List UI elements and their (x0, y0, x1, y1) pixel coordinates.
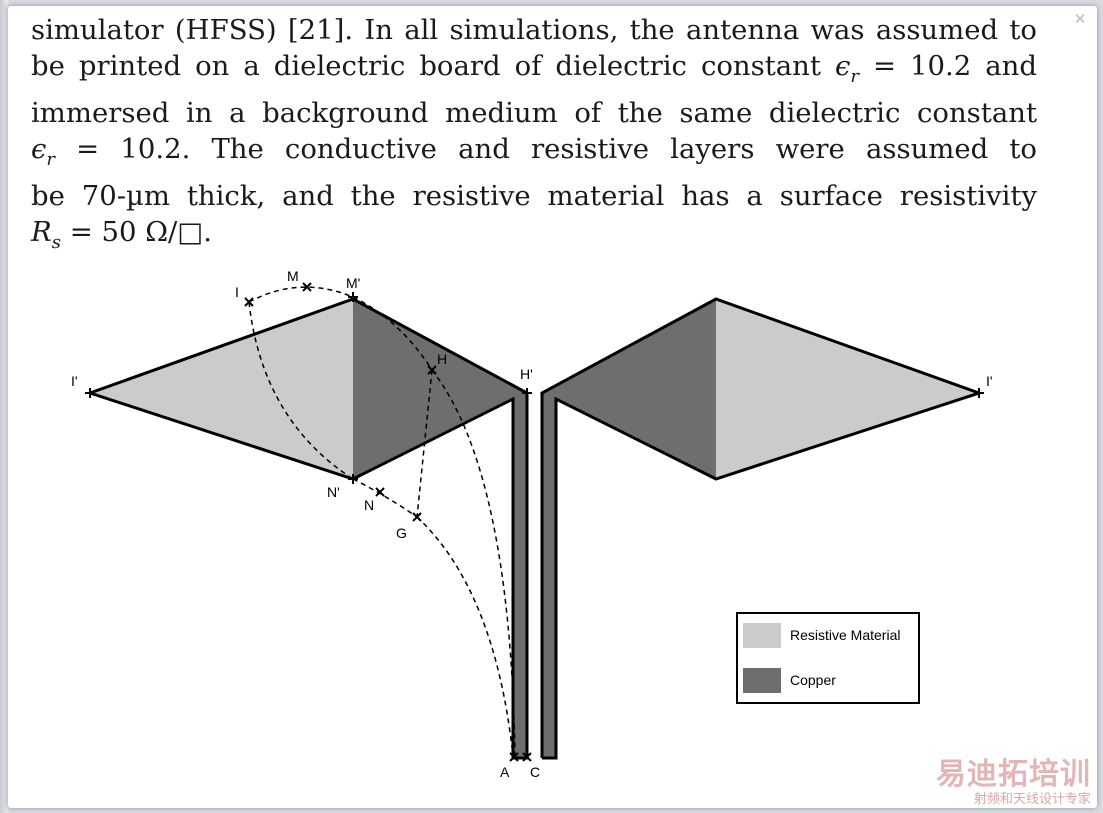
right-antenna-outline (540, 297, 984, 760)
arc-H-A (431, 369, 516, 757)
watermark: 易迪拓培训 射频和天线设计专家 (936, 758, 1091, 808)
marker-Nprime (348, 474, 358, 484)
background-window-edge (0, 0, 8, 813)
arc-I-Nprime (248, 301, 354, 480)
label-G: G (396, 525, 407, 541)
marker-C (522, 752, 532, 762)
right-resistive-region (716, 299, 979, 479)
label-C: C (530, 764, 540, 780)
label-A: A (500, 764, 510, 780)
legend: Resistive Material Copper (736, 612, 920, 704)
close-icon[interactable]: ✕ (1073, 10, 1087, 28)
legend-swatch-resistive (743, 623, 781, 648)
marker-Mprime (348, 292, 358, 302)
watermark-sub: 射频和天线设计专家 (973, 792, 1091, 807)
marker-H (427, 365, 437, 375)
document-page: ✕ simulator (HFSS) [21]. In all simulati… (8, 6, 1097, 808)
line-H-G (416, 369, 433, 518)
label-N: N (364, 497, 374, 513)
marker-N (375, 487, 385, 497)
paper-paragraph: simulator (HFSS) [21]. In all simulation… (31, 12, 1037, 261)
arc-Nprime-N-G (352, 478, 418, 518)
legend-swatch-copper (743, 668, 781, 693)
label-Iprime-right: I' (986, 373, 993, 389)
marker-G (412, 512, 422, 522)
label-I: I (235, 284, 239, 300)
paper-line-2: be printed on a dielectric board of diel… (31, 50, 1037, 87)
marker-Iprime-right (974, 388, 984, 398)
paper-line-4: ϵr = 10.2. The conductive and resistive … (31, 133, 1037, 170)
label-M: M (287, 268, 299, 284)
paper-line-6: Rs = 50 Ω/□. (31, 216, 213, 253)
left-resistive-region (90, 299, 353, 479)
legend-label-resistive: Resistive Material (790, 627, 900, 643)
paper-line-5: be 70-µm thick, and the resistive materi… (31, 180, 1037, 212)
label-Iprime-left: I' (71, 373, 78, 389)
paper-line-3: immersed in a background medium of the s… (31, 97, 1037, 129)
antenna-figure: I M M' H H' I' I' N' N G A C Resistive M… (71, 268, 993, 780)
left-antenna-outline (89, 297, 529, 760)
point-markers (85, 282, 984, 762)
marker-M (302, 282, 312, 292)
watermark-main: 易迪拓培训 (936, 757, 1091, 792)
label-Nprime: N' (327, 484, 340, 500)
arc-G-A (416, 516, 514, 757)
paper-line-1: simulator (HFSS) [21]. In all simulation… (31, 14, 1037, 46)
right-copper-region (542, 299, 716, 758)
marker-Iprime-left (85, 388, 95, 398)
marker-I (244, 297, 254, 307)
legend-label-copper: Copper (790, 672, 836, 688)
label-H: H (437, 351, 447, 367)
marker-A (509, 752, 519, 762)
arc-Mprime-H (352, 296, 433, 371)
marker-Hprime (522, 388, 532, 398)
left-copper-region (353, 299, 527, 758)
arc-I-M-Mprime (248, 286, 354, 303)
label-Mprime: M' (346, 275, 360, 291)
dashed-construction-curves (248, 286, 516, 757)
label-Hprime: H' (520, 366, 533, 382)
